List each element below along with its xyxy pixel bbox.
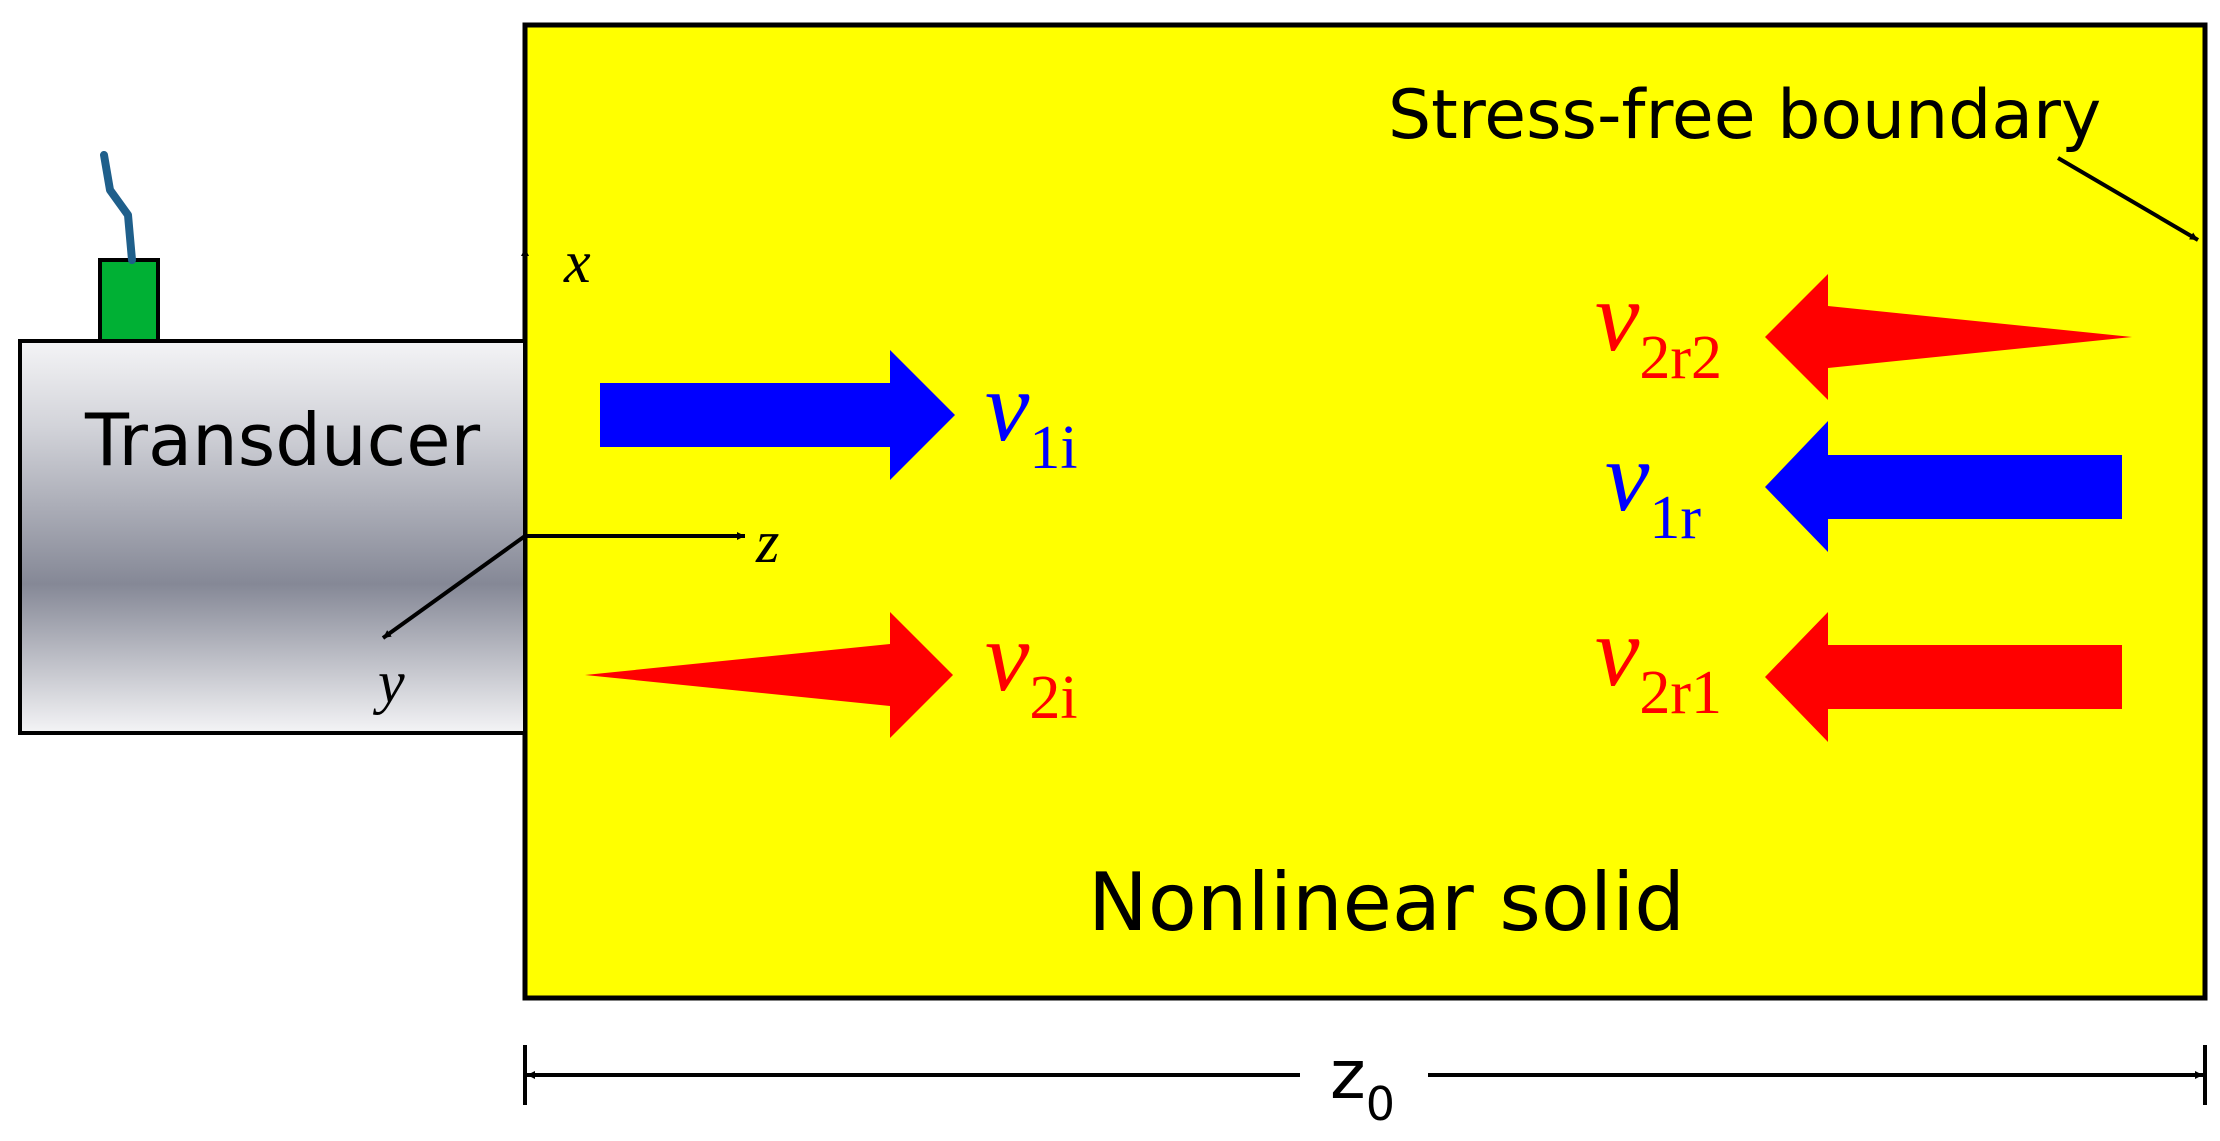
axis-z-label: z (755, 509, 779, 575)
wave-v2i-label: v2i (985, 601, 1078, 732)
wave-v2r2-arrow (1765, 274, 2132, 400)
cable-icon (100, 151, 136, 264)
dimension-z-symbol: z (1330, 1036, 1366, 1115)
wave-v2r1-subscript: 2r1 (1639, 659, 1722, 727)
dimension-z-subscript: 0 (1366, 1077, 1395, 1131)
transducer-body (18, 339, 527, 735)
axis-y-arrow (381, 534, 527, 640)
nonlinear-solid-label: Nonlinear solid (1088, 856, 1685, 949)
wave-v2i-arrow (585, 612, 953, 738)
wave-v1r-symbol: v (1605, 421, 1650, 532)
wave-v1i-symbol: v (985, 351, 1030, 462)
wave-v1i-label: v1i (985, 351, 1078, 482)
wave-v2r1-symbol: v (1595, 596, 1640, 707)
connector-icon (98, 258, 160, 343)
wave-v1i-arrow (600, 350, 955, 480)
axis-x-label: x (563, 229, 591, 295)
wave-v2i-subscript: 2i (1029, 664, 1077, 732)
stress-free-boundary-label: Stress-free boundary (1388, 76, 2101, 155)
stress-free-pointer-arrow (2056, 156, 2200, 242)
transducer-label: Transducer (84, 398, 480, 482)
wave-v1r-label: v1r (1605, 421, 1701, 552)
wave-v2r2-subscript: 2r2 (1639, 324, 1722, 392)
wave-v2r1-arrow (1765, 612, 2122, 742)
wave-v2r2-symbol: v (1595, 261, 1640, 372)
wave-v2r2-label: v2r2 (1595, 261, 1722, 392)
axis-y-label: y (372, 649, 405, 715)
wave-v1i-subscript: 1i (1029, 414, 1077, 482)
wave-v2r1-label: v2r1 (1595, 596, 1722, 727)
wave-v1r-arrow (1765, 421, 2122, 552)
dimension-z0-label: z0 (1330, 1036, 1395, 1131)
wave-v2i-symbol: v (985, 601, 1030, 712)
wave-v1r-subscript: 1r (1649, 484, 1701, 552)
